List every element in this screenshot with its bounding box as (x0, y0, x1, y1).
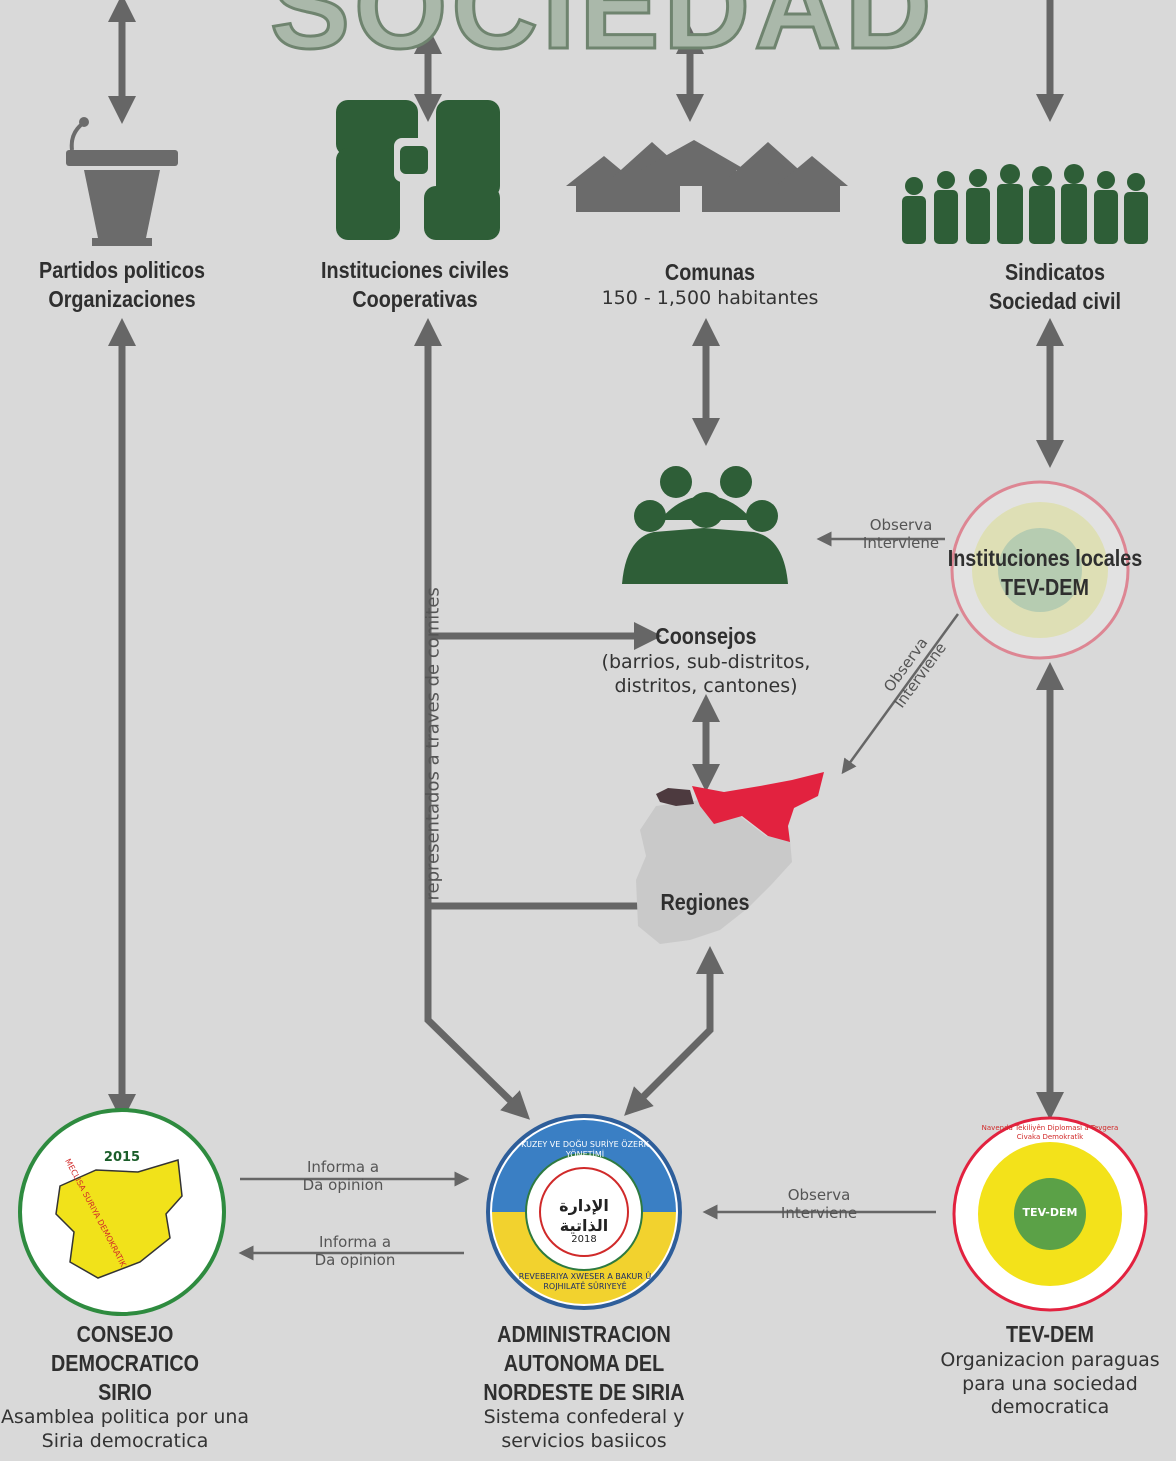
edge-local-councils-label: Observa Interviene (846, 516, 956, 552)
edge-consejo-admin-label: Informa a Da opinion (268, 1158, 418, 1194)
houses-icon (566, 140, 848, 212)
edge-opinion-2: Da opinion (314, 1251, 396, 1269)
node-instituciones-subtitle: Cooperativas (352, 285, 478, 312)
node-councils-detail-1: (barrios, sub-distritos, (601, 650, 811, 673)
edge-opinion-1: Da opinion (302, 1176, 384, 1194)
node-sindicatos: Sindicatos Sociedad civil (965, 258, 1146, 316)
council-group-icon (622, 466, 788, 584)
edge-observa-bottom: Observa (787, 1186, 851, 1204)
node-instituciones-title: Instituciones civiles (321, 257, 509, 283)
node-councils-title: Coonsejos (655, 623, 757, 649)
node-admin: ADMINISTRACION AUTONOMA DEL NORDESTE DE … (454, 1320, 714, 1454)
node-comunas: Comunas 150 - 1,500 habitantes (580, 258, 840, 311)
vertical-committees-label: representados a traves de comites (422, 587, 444, 901)
node-consejo-title-1: CONSEJO DEMOCRATICO (51, 1321, 199, 1376)
arrow-regiones-admin (624, 946, 724, 1116)
node-consejo-title-2: SIRIO (98, 1378, 152, 1405)
edge-observa: Observa (869, 516, 933, 534)
arrow-instituciones-admin (414, 318, 531, 1120)
arrow-local-regiones (841, 613, 960, 775)
node-admin-title-2: AUTONOMA DEL (503, 1349, 665, 1376)
node-admin-title-1: ADMINISTRACION (497, 1321, 671, 1347)
edge-admin-consejo-label: Informa a Da opinion (280, 1233, 430, 1269)
tevdem-ring-text: Navenda Tekiliyên Diplomasî a Tevgera Ci… (981, 1124, 1119, 1141)
node-consejo-desc-2: Siria democratica (41, 1430, 209, 1452)
page-title-fragment: SOCIEDAD (268, 0, 936, 76)
msd-logo (18, 1108, 226, 1316)
node-local: Instituciones locales TEV-DEM (946, 544, 1144, 602)
node-tevdem: TEV-DEM Organizacion paraguas para una s… (930, 1320, 1170, 1420)
node-councils: Coonsejos (barrios, sub-distritos, distr… (586, 622, 826, 698)
msd-year: 2015 (103, 1150, 141, 1165)
workers-icon (902, 164, 1148, 244)
syria-map-shape (55, 1159, 183, 1279)
edge-tevdem-admin-label: Observa Interviene (764, 1186, 874, 1222)
edge-informa-2: Informa a (318, 1233, 392, 1251)
aanes-center-text: الإدارة الذاتية (559, 1196, 609, 1235)
node-instituciones: Instituciones civiles Cooperativas (316, 256, 514, 314)
node-admin-title-3: NORDESTE DE SIRIA (483, 1378, 685, 1405)
node-local-title: Instituciones locales (947, 545, 1143, 571)
node-admin-desc-1: Sistema confederal y (483, 1406, 685, 1429)
aanes-year: 2018 (571, 1234, 597, 1245)
node-local-subtitle: TEV-DEM (1001, 573, 1089, 600)
node-tevdem-desc-2: para una sociedad (962, 1372, 1138, 1395)
node-comunas-title: Comunas (664, 259, 756, 285)
node-comunas-detail: 150 - 1,500 habitantes (601, 286, 819, 309)
node-partidos: Partidos politicos Organizaciones (36, 256, 208, 314)
tevdem-center-text: TEV-DEM (1022, 1206, 1078, 1219)
node-consejo: CONSEJO DEMOCRATICO SIRIO Asamblea polit… (0, 1320, 270, 1454)
node-partidos-title: Partidos politicos (39, 257, 205, 283)
aanes-ring-bottom: REVEBERIYA XWESER A BAKUR Û ROJHILATÊ SÛ… (518, 1272, 652, 1291)
lectern-icon (66, 117, 178, 246)
node-regiones: Regiones (660, 889, 750, 915)
syria-gray-area (636, 800, 792, 944)
node-admin-desc-2: servicios basiicos (501, 1430, 667, 1452)
afrin-dark-area (656, 788, 694, 806)
hands-icon (336, 100, 500, 240)
node-councils-detail-2: distritos, cantones) (614, 674, 798, 697)
aanes-ring-top: KUZEY VE DOĞU SURİYE ÖZERK YÖNETİMİ (521, 1140, 649, 1159)
aanes-logo (486, 1114, 682, 1310)
tevdem-logo (952, 1116, 1148, 1312)
node-consejo-desc-1: Asamblea politica por una (0, 1406, 250, 1429)
node-tevdem-desc-1: Organizacion paraguas (940, 1348, 1160, 1371)
node-tevdem-desc-3: democratica (990, 1396, 1110, 1419)
edge-interviene-bottom: Interviene (780, 1204, 858, 1222)
aanes-red-area (692, 772, 824, 842)
region-map (636, 772, 824, 944)
node-tevdem-title: TEV-DEM (1006, 1321, 1094, 1347)
node-partidos-subtitle: Organizaciones (48, 285, 196, 312)
tevdem-logo-faded (950, 480, 1130, 660)
edge-informa-1: Informa a (306, 1158, 380, 1176)
edge-interviene: Interviene (862, 534, 940, 552)
node-sindicatos-title: Sindicatos (1004, 259, 1106, 285)
node-sindicatos-subtitle: Sociedad civil (989, 287, 1121, 314)
